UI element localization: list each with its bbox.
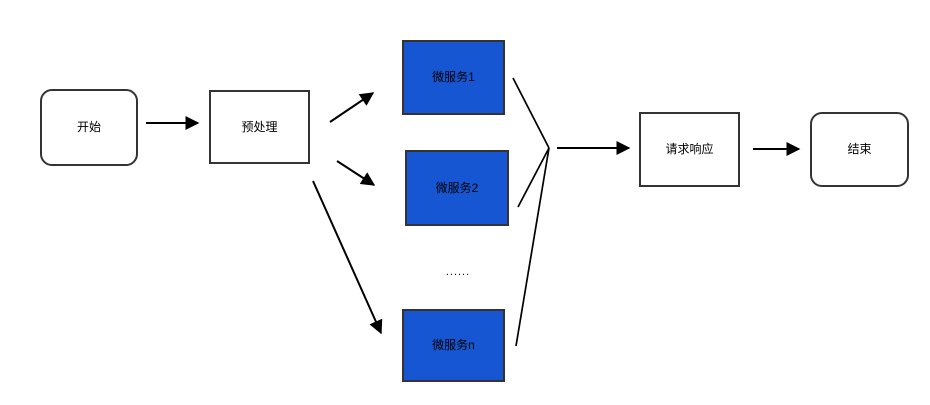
node-microservice-1-label: 微服务1 <box>432 70 475 85</box>
edge-ms2-junction <box>517 147 550 208</box>
node-end: 结束 <box>810 112 909 187</box>
node-microservice-n-label: 微服务n <box>432 338 475 353</box>
node-start: 开始 <box>40 89 138 166</box>
node-microservice-2-label: 微服务2 <box>435 180 479 195</box>
node-microservice-2: 微服务2 <box>405 150 509 226</box>
edge-preprocess-ms1 <box>329 92 375 123</box>
node-start-label: 开始 <box>76 120 101 135</box>
node-microservice-1: 微服务1 <box>402 40 505 115</box>
node-request-response: 请求响应 <box>639 112 740 187</box>
node-preprocess-label: 预处理 <box>241 119 278 134</box>
edge-msn-junction <box>515 147 550 347</box>
edge-preprocess-ms2 <box>336 160 376 186</box>
ellipsis-label: ...... <box>445 266 471 278</box>
node-microservice-n: 微服务n <box>402 309 505 382</box>
node-end-label: 结束 <box>847 142 872 157</box>
edge-ms1-junction <box>512 77 550 149</box>
edge-preprocess-msn <box>312 180 383 335</box>
node-request-response-label: 请求响应 <box>665 142 714 157</box>
node-preprocess: 预处理 <box>209 90 310 164</box>
